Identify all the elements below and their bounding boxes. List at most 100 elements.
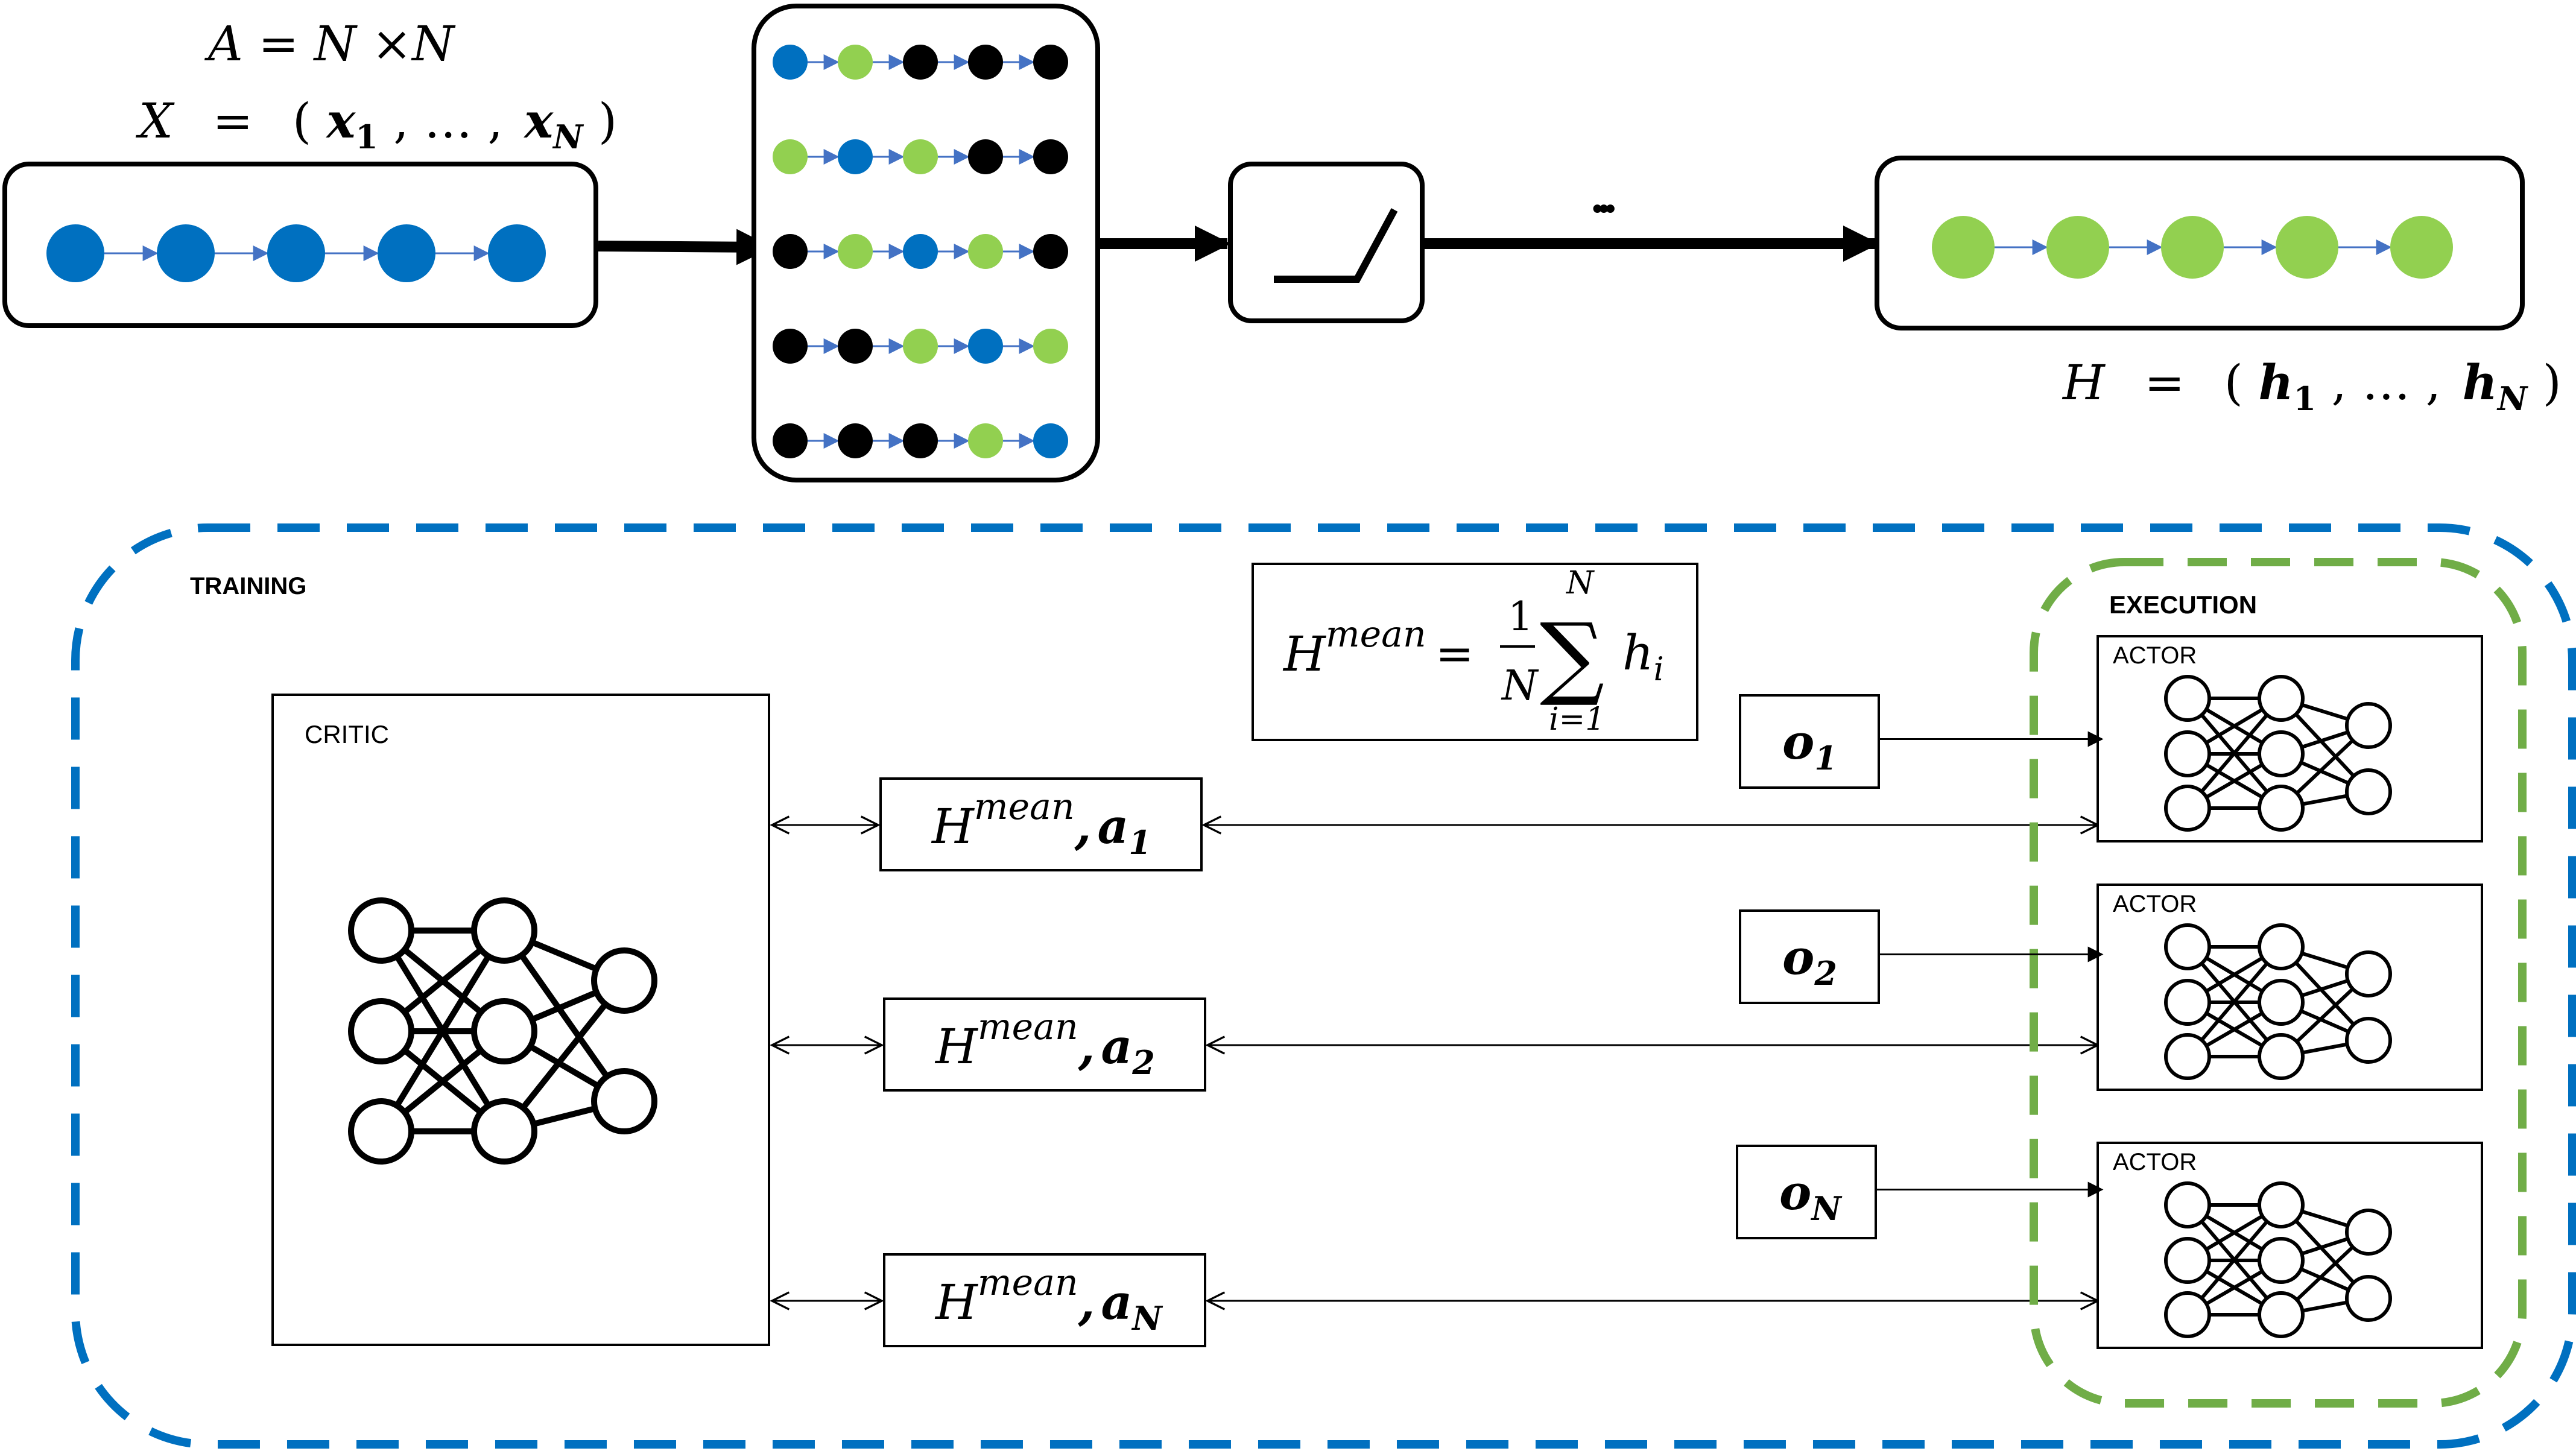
conv-row-2-node-green (903, 139, 938, 174)
output-node-green (2161, 216, 2224, 279)
conv-row-5-node-black (903, 423, 938, 458)
execution-label: EXECUTION (2109, 590, 2257, 619)
actor-2: ACTOR o2 (1739, 884, 2483, 1091)
critic-section: CRITIC (271, 694, 770, 1346)
critic-network-icon (348, 897, 657, 1165)
input-node-blue (378, 224, 435, 282)
mean-formula-denominator: N (1501, 662, 1539, 710)
critic-label: CRITIC (305, 720, 389, 748)
nn-neuron (471, 1098, 537, 1165)
critic-input-label: Hmean,a1 (931, 786, 1151, 862)
critic-input-label: Hmean,a2 (934, 1006, 1155, 1082)
critic-input-3: Hmean,aN (772, 1253, 2098, 1347)
sigma-symbol: ∑ (1540, 604, 1604, 709)
nn-neuron (2258, 923, 2305, 970)
nn-neuron (2164, 979, 2211, 1026)
nn-neuron (2345, 950, 2392, 997)
training-label: TRAINING (190, 573, 306, 599)
nn-edge (2186, 1204, 2283, 1316)
nn-neuron (2258, 1181, 2305, 1228)
observation-label: oN (1779, 1164, 1843, 1228)
nn-neuron (471, 998, 537, 1064)
conv-row-2-node-green (773, 139, 808, 174)
actor-network-icon (2164, 1181, 2392, 1338)
nn-edge (378, 929, 507, 1133)
observation-label: o1 (1782, 713, 1837, 777)
conv-row-5-node-green (968, 423, 1003, 458)
mean-formula-numerator: 1 (1508, 593, 1533, 640)
nn-neuron (2345, 1017, 2392, 1064)
activation-box (1228, 162, 1425, 323)
observation-box (1736, 1145, 1877, 1239)
nn-neuron (2258, 785, 2305, 832)
conv-row-1-node-black (1033, 45, 1068, 80)
nn-neuron (2258, 1237, 2305, 1284)
conv-row-2-node-black (1033, 139, 1068, 174)
mean-formula-H: Hmean (1282, 613, 1426, 682)
output-node-green (2390, 216, 2453, 279)
nn-edge (2186, 946, 2283, 1058)
features-formula: X = ( x1 , … , xN ) (135, 92, 617, 160)
nn-edge (2186, 697, 2283, 809)
nn-neuron (348, 998, 414, 1064)
nn-neuron (348, 897, 414, 964)
activation-section (1228, 162, 1425, 323)
continuation-dots: ••• (1592, 193, 1615, 225)
critic-input-2: Hmean,a2 (772, 997, 2098, 1092)
training-region-border (71, 523, 2576, 1449)
conv-row-5-node-blue (1033, 423, 1068, 458)
nn-neuron (2164, 1181, 2211, 1228)
nn-neuron (591, 1068, 657, 1134)
actor-network-icon (2164, 675, 2392, 832)
execution-region-border (2030, 558, 2527, 1408)
conv-row-4-node-black (838, 329, 873, 364)
conv-row-2-node-blue (838, 139, 873, 174)
nn-neuron (2258, 1033, 2305, 1080)
actor-network-icon (2164, 923, 2392, 1080)
nn-neuron (2345, 768, 2392, 815)
actor-label: ACTOR (2113, 891, 2197, 917)
conv-node-rows (773, 45, 1068, 458)
mean-formula-box: Hmean = 1 N ∑ N i=1 hi (1252, 563, 1698, 741)
nn-neuron (2164, 675, 2211, 722)
conv-row-1-node-black (903, 45, 938, 80)
conv-row-3-node-green (838, 234, 873, 269)
conv-row-5-node-black (773, 423, 808, 458)
nn-neuron (2258, 1291, 2305, 1338)
nn-neuron (2164, 1291, 2211, 1338)
nn-neuron (591, 947, 657, 1014)
input-node-blue (157, 224, 215, 282)
mean-formula-eq: = (1435, 627, 1474, 680)
critic-input-label: Hmean,aN (934, 1262, 1163, 1338)
critic-network (348, 897, 657, 1165)
nn-neuron (2258, 979, 2305, 1026)
nn-neuron (471, 897, 537, 964)
arrow-input-to-conv (598, 229, 773, 265)
input-node-blue (488, 224, 546, 282)
output-node-green (2276, 216, 2338, 279)
nn-neuron (2345, 1209, 2392, 1256)
observation-box (1739, 694, 1880, 789)
conv-row-3-node-black (773, 234, 808, 269)
observation-label: o2 (1782, 929, 1837, 993)
hidden-formula: H = ( h1 , … , hN ) (2062, 354, 2562, 422)
critic-input-box (879, 777, 1203, 871)
nn-neuron (2164, 1033, 2211, 1080)
conv-row-4-node-green (1033, 329, 1068, 364)
input-node-blue (46, 224, 104, 282)
conv-row-4-node-blue (968, 329, 1003, 364)
output-node-green (2046, 216, 2109, 279)
conv-row-4-node-green (903, 329, 938, 364)
conv-row-1-node-blue (773, 45, 808, 80)
input-node-chain (46, 224, 546, 282)
nn-neuron (348, 1098, 414, 1165)
output-node-green (1932, 216, 1995, 279)
sigma-upper-limit: N (1565, 565, 1595, 601)
mean-formula-h: hi (1622, 625, 1664, 688)
nn-neuron (2345, 1275, 2392, 1322)
nn-edge (501, 929, 627, 1103)
conv-row-3-node-black (1033, 234, 1068, 269)
